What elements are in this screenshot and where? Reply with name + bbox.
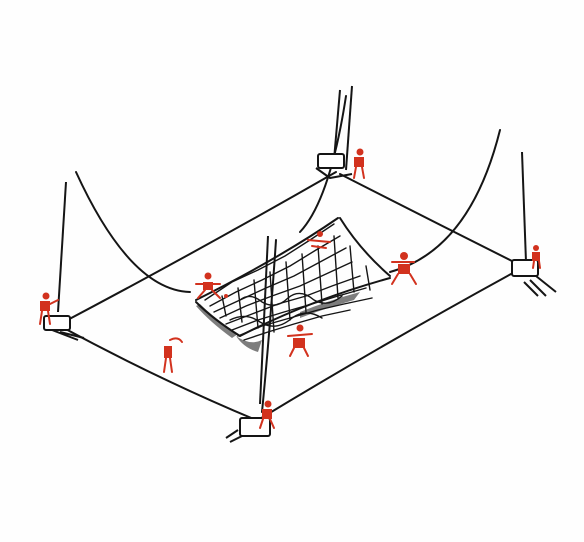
rope-east-south	[257, 267, 523, 421]
cable-north-to-pit	[299, 95, 347, 233]
pit-shadow	[196, 292, 360, 352]
post-west	[43, 181, 85, 341]
rope-north-east	[339, 173, 523, 267]
post-east	[511, 151, 557, 297]
posts	[43, 85, 557, 443]
post-north	[315, 85, 353, 179]
worker-pit-north	[307, 231, 331, 249]
worker-east	[532, 245, 541, 269]
rope-inner-right	[339, 217, 391, 277]
rope-inner-top	[195, 217, 339, 301]
rope-west-north	[59, 171, 337, 325]
worker-south	[259, 400, 275, 429]
worker-bending	[163, 337, 183, 373]
worker-pit-west	[195, 272, 221, 299]
cable-west-to-pit	[75, 171, 191, 293]
worker-west	[39, 292, 59, 325]
worker-pit-south	[287, 324, 313, 357]
workers	[39, 148, 541, 429]
worker-north	[353, 148, 365, 179]
worker-pit-edge	[224, 294, 228, 298]
worker-pit-east	[391, 252, 417, 285]
rope-south-west	[59, 325, 257, 421]
